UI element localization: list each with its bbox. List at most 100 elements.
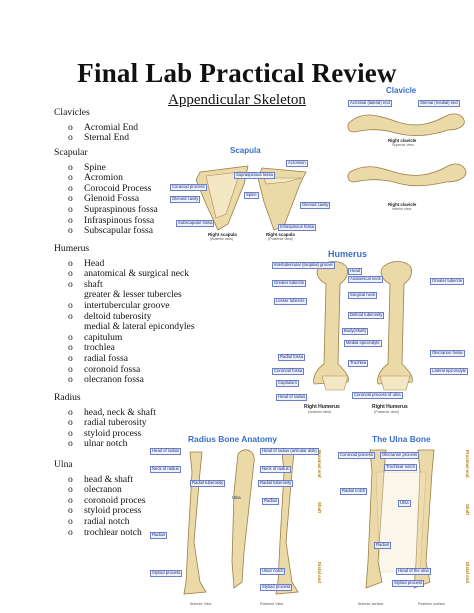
bullet-icon: o	[68, 374, 73, 386]
radius-title: Radius Bone Anatomy	[188, 434, 278, 444]
bullet-icon: o	[68, 225, 73, 237]
scapula-caption-left-sub: (Anterior view)	[210, 237, 234, 241]
ulna-side-label-2: Distal end	[465, 562, 470, 583]
list-item: o coronoid process	[54, 494, 150, 507]
ulna-side-label-0: Proximal end	[465, 450, 470, 478]
bullet-icon: o	[68, 310, 73, 322]
bullet-icon: o	[68, 494, 73, 506]
bullet-icon: o	[68, 214, 73, 226]
list-item-text: trochlear notch	[84, 526, 142, 538]
scapula-label-supraspinous: Supraspinous fossa	[234, 172, 275, 179]
radius-illustration	[183, 449, 299, 595]
ulna-side-label-1: Shaft	[465, 504, 470, 515]
bullet-icon: o	[68, 172, 73, 184]
ulna-label-3: Radial notch	[340, 488, 368, 495]
humerus-mid-label-4: Body(Shaft)	[342, 328, 369, 335]
list-item-text: Subscapular fossa	[84, 225, 154, 237]
humerus-caption-left-sub: (Anterior view)	[308, 410, 332, 414]
scapula-title: Scapula	[230, 146, 261, 155]
clavicle-title: Clavicle	[386, 86, 417, 95]
bullet-icon: o	[68, 121, 73, 133]
bullet-icon: o	[68, 417, 73, 429]
section-heading: Ulna	[54, 459, 73, 470]
list-item-text: Supraspinous fossa	[84, 203, 158, 215]
humerus-left-label-2: Lesser tubercle	[274, 298, 307, 305]
list-item-text: Corocoid Process	[84, 182, 152, 194]
radius-left-label-2: Radial tuberosity	[190, 480, 226, 487]
scapula-figure: Scapula Acromion Coracoid process Glenoi…	[166, 144, 331, 246]
list-item-text: olecranon fossa	[84, 374, 144, 386]
radius-caption-right: Posterior View	[260, 602, 284, 606]
scapula-label-acromion: Acromion	[286, 160, 308, 167]
radius-left-label-3: Radius	[150, 532, 168, 539]
list-item: o trochlea	[54, 343, 195, 354]
list-item-text: Infraspinous fossa	[84, 214, 155, 226]
radius-left-label-4: Styloid process	[150, 570, 183, 577]
list-item-text: medial & lateral epicondyles	[84, 321, 195, 333]
radius-right-label-1: Neck of radius	[260, 466, 291, 473]
list-item-text: head, neck & shaft	[84, 406, 156, 418]
scapula-label-glenoid-left: Glenoid cavity	[170, 196, 201, 203]
humerus-left-label-3: Radial fossa	[278, 354, 306, 361]
clavicle-caption-bottom: Right clavicle	[388, 202, 417, 207]
humerus-right-label-0: Greater tubercle	[430, 278, 465, 285]
bullet-icon: o	[68, 342, 73, 354]
humerus-left-label-4: Coronoid fossa	[272, 368, 305, 375]
bullet-icon: o	[68, 363, 73, 375]
list-item-text: trochlea	[84, 342, 115, 354]
radius-side-label-2: Distal end	[317, 562, 322, 583]
list-item: o Acromion	[54, 172, 158, 184]
scapula-label-subscapular: Subscapular fossa	[176, 220, 215, 227]
clavicle-illustration	[347, 113, 467, 187]
humerus-caption-right-sub: (Posterior view)	[374, 410, 399, 414]
bullet-icon: o	[68, 203, 73, 215]
ulna-label-4: Ulna	[398, 500, 411, 507]
ulna-caption-left: Anterior surface	[358, 602, 384, 606]
humerus-mid-label-6: Trochlea	[348, 360, 369, 367]
radius-right-label-5: Styloid process	[260, 584, 293, 591]
list-item-text: Spine	[84, 161, 106, 173]
humerus-caption-left: Right Humerus	[304, 404, 340, 410]
humerus-left-label-0: Intertubercular (bicipital) groove	[272, 262, 335, 269]
scapula-caption-left: Right scapula	[208, 232, 237, 237]
list-item-text: styloid process	[84, 427, 142, 439]
humerus-mid-label-0: Head	[348, 268, 363, 275]
bullet-icon: o	[68, 352, 73, 364]
humerus-mid-label-5: Medial epicondyle	[344, 340, 382, 347]
list-item-text: greater & lesser tubercles	[84, 289, 182, 301]
list-item-text: coronoid fossa	[84, 363, 141, 375]
list-item: o Infraspinous fossa	[54, 214, 158, 227]
bullet-icon: o	[68, 299, 73, 311]
clavicle-caption-top: Right clavicle	[388, 138, 417, 143]
list-item-text: coronoid process	[84, 494, 150, 506]
section-heading: Humerus	[54, 243, 90, 254]
humerus-figure: Humerus Intertubercular (bicipital) groo…	[268, 246, 474, 418]
bullet-icon: o	[68, 257, 73, 269]
bullet-icon: o	[68, 161, 73, 173]
bullet-icon: o	[68, 473, 73, 485]
list-item: o Subscapular fossa	[54, 225, 158, 237]
humerus-mid-label-2: Surgical neck	[348, 292, 378, 299]
humerus-left-label-5: Capitulum	[276, 380, 299, 387]
list-item-text: Sternal End	[84, 132, 130, 144]
list-item-text: Acromion	[84, 172, 123, 184]
